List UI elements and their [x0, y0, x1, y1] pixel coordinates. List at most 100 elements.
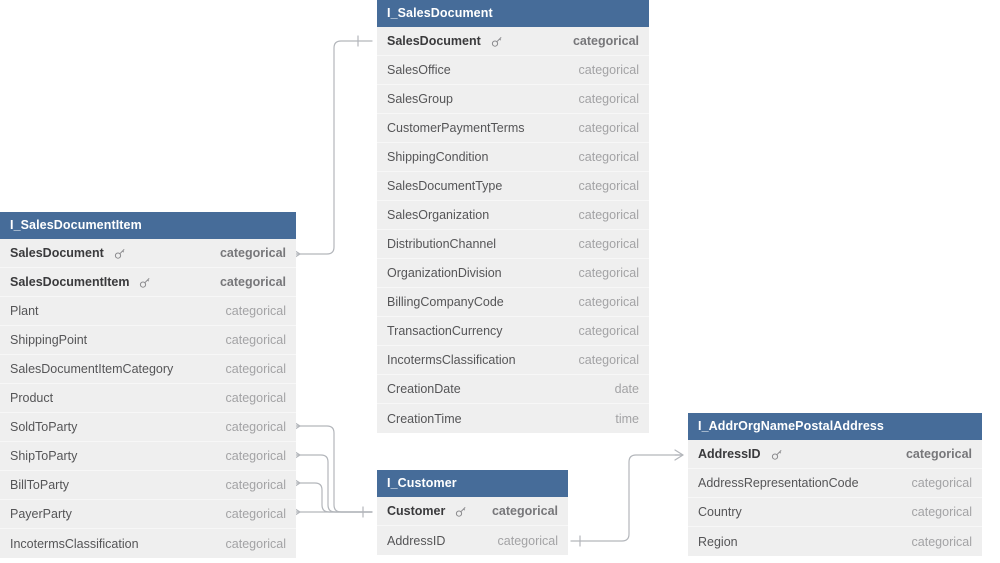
field-type: categorical	[491, 504, 558, 518]
field-type: categorical	[578, 150, 639, 164]
field-type: categorical	[905, 447, 972, 461]
field-name: TransactionCurrency	[387, 324, 503, 338]
field-row-addressrepresentationcode[interactable]: AddressRepresentationCode categorical	[688, 469, 982, 498]
field-type: categorical	[497, 533, 558, 548]
field-type: categorical	[225, 478, 286, 492]
field-name: ShippingCondition	[387, 150, 489, 164]
field-row-region[interactable]: Region categorical	[688, 527, 982, 556]
field-row-salesdocument[interactable]: SalesDocument categorical	[377, 27, 649, 56]
field-name: BillToParty	[10, 478, 70, 492]
field-row-addressid[interactable]: AddressID categorical	[377, 526, 568, 555]
key-icon	[491, 35, 504, 48]
field-name: SalesDocumentType	[387, 179, 503, 193]
field-name: AddressRepresentationCode	[698, 476, 859, 490]
field-row-customer[interactable]: Customer categorical	[377, 497, 568, 526]
field-row-billtoparty[interactable]: BillToParty categorical	[0, 471, 296, 500]
entity-title-i-customer: I_Customer	[377, 470, 568, 497]
field-type: categorical	[911, 505, 972, 519]
field-row-soldtoparty[interactable]: SoldToParty categorical	[0, 413, 296, 442]
connector-shiptoparty-customer	[299, 454, 373, 513]
field-type: categorical	[225, 536, 286, 551]
field-row-salesgroup[interactable]: SalesGroup categorical	[377, 85, 649, 114]
field-name: DistributionChannel	[387, 237, 497, 251]
field-type: categorical	[911, 476, 972, 490]
field-name: SoldToParty	[10, 420, 78, 434]
key-icon	[771, 448, 784, 461]
field-name: SalesOrganization	[387, 208, 490, 222]
field-row-addressid[interactable]: AddressID categorical	[688, 440, 982, 469]
entity-i-addrorgnamepostaladdress[interactable]: I_AddrOrgNamePostalAddress AddressID cat…	[688, 413, 982, 556]
field-row-transactioncurrency[interactable]: TransactionCurrency categorical	[377, 317, 649, 346]
field-name: SalesDocument	[10, 246, 104, 260]
field-row-distributionchannel[interactable]: DistributionChannel categorical	[377, 230, 649, 259]
field-name: ShipToParty	[10, 449, 78, 463]
field-name: BillingCompanyCode	[387, 295, 504, 309]
field-type: categorical	[219, 246, 286, 260]
field-type: categorical	[911, 534, 972, 549]
connector-customer-to-address	[570, 454, 684, 542]
field-row-salesdocument[interactable]: SalesDocument categorical	[0, 239, 296, 268]
entity-i-salesdocumentitem[interactable]: I_SalesDocumentItem SalesDocument catego…	[0, 212, 296, 558]
field-row-plant[interactable]: Plant categorical	[0, 297, 296, 326]
entity-i-customer[interactable]: I_Customer Customer categorical AddressI…	[377, 470, 568, 555]
field-type: categorical	[578, 63, 639, 77]
field-type: categorical	[578, 266, 639, 280]
field-row-incotermsclassification[interactable]: IncotermsClassification categorical	[0, 529, 296, 558]
field-row-salesdocumenttype[interactable]: SalesDocumentType categorical	[377, 172, 649, 201]
field-type: time	[615, 411, 639, 426]
key-icon	[114, 247, 127, 260]
field-type: categorical	[578, 92, 639, 106]
field-type: categorical	[225, 333, 286, 347]
field-list-i-addrorgnamepostaladdress: AddressID categorical AddressRepresentat…	[688, 440, 982, 556]
field-row-billingcompanycode[interactable]: BillingCompanyCode categorical	[377, 288, 649, 317]
entity-title-i-salesdocument: I_SalesDocument	[377, 0, 649, 27]
key-icon	[139, 276, 152, 289]
field-row-payerparty[interactable]: PayerParty categorical	[0, 500, 296, 529]
field-name: CustomerPaymentTerms	[387, 121, 525, 135]
field-name: IncotermsClassification	[387, 353, 516, 367]
field-type: categorical	[225, 449, 286, 463]
field-row-organizationdivision[interactable]: OrganizationDivision categorical	[377, 259, 649, 288]
field-row-shiptoparty[interactable]: ShipToParty categorical	[0, 442, 296, 471]
field-name: SalesGroup	[387, 92, 454, 106]
field-row-salesdocumentitemcategory[interactable]: SalesDocumentItemCategory categorical	[0, 355, 296, 384]
field-row-creationdate[interactable]: CreationDate date	[377, 375, 649, 404]
field-name: Plant	[10, 304, 39, 318]
field-type: categorical	[578, 353, 639, 367]
field-name: CreationDate	[387, 382, 461, 396]
field-name: Product	[10, 391, 54, 405]
field-name: SalesDocument	[387, 34, 481, 48]
field-name: Region	[698, 534, 738, 549]
field-type: categorical	[219, 275, 286, 289]
field-row-customerpaymentterms[interactable]: CustomerPaymentTerms categorical	[377, 114, 649, 143]
field-name: Customer	[387, 504, 446, 518]
field-type: categorical	[225, 362, 286, 376]
connector-item-to-document	[299, 40, 373, 255]
entity-title-i-addrorgnamepostaladdress: I_AddrOrgNamePostalAddress	[688, 413, 982, 440]
field-name: OrganizationDivision	[387, 266, 502, 280]
field-row-shippingcondition[interactable]: ShippingCondition categorical	[377, 143, 649, 172]
field-row-salesoffice[interactable]: SalesOffice categorical	[377, 56, 649, 85]
field-row-salesdocumentitem[interactable]: SalesDocumentItem categorical	[0, 268, 296, 297]
field-type: categorical	[578, 324, 639, 338]
field-row-product[interactable]: Product categorical	[0, 384, 296, 413]
field-type: categorical	[225, 304, 286, 318]
entity-title-i-salesdocumentitem: I_SalesDocumentItem	[0, 212, 296, 239]
entity-i-salesdocument[interactable]: I_SalesDocument SalesDocument categorica…	[377, 0, 649, 433]
field-row-salesorganization[interactable]: SalesOrganization categorical	[377, 201, 649, 230]
field-name: SalesDocumentItem	[10, 275, 130, 289]
field-type: categorical	[225, 391, 286, 405]
field-row-creationtime[interactable]: CreationTime time	[377, 404, 649, 433]
field-row-shippingpoint[interactable]: ShippingPoint categorical	[0, 326, 296, 355]
field-name: SalesOffice	[387, 63, 451, 77]
field-name: AddressID	[698, 447, 761, 461]
field-type: categorical	[572, 34, 639, 48]
field-type: categorical	[225, 507, 286, 521]
field-type: categorical	[225, 420, 286, 434]
field-name: SalesDocumentItemCategory	[10, 362, 174, 376]
field-row-incotermsclassification[interactable]: IncotermsClassification categorical	[377, 346, 649, 375]
field-row-country[interactable]: Country categorical	[688, 498, 982, 527]
connector-soldtoparty-customer	[299, 425, 373, 513]
field-name: PayerParty	[10, 507, 72, 521]
